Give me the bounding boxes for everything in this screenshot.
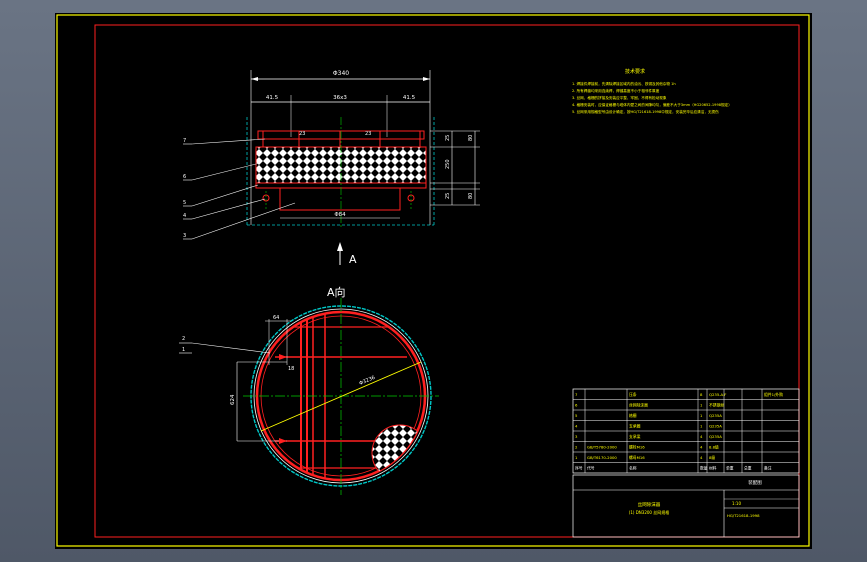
- bom-cell: 螺栓M16: [629, 445, 645, 450]
- bom-cell: 4: [700, 455, 703, 460]
- bom-cell: 1: [700, 403, 703, 408]
- plan-width-label: 64: [273, 315, 279, 321]
- dim-seg-left: 41.5: [266, 95, 279, 101]
- view-a-letter: A: [349, 253, 357, 266]
- dim-h-side-bot: 25: [445, 193, 451, 199]
- bom-header-cell: 单重: [726, 466, 734, 471]
- bom-cell: Q235A: [709, 424, 722, 429]
- bom-cell: GB/T6170-2000: [587, 455, 617, 460]
- title-drawing-title: 丝网除沫器: [638, 501, 661, 508]
- bom-header-cell: 材料: [709, 466, 717, 471]
- plan-view: Φ3236 624 64 18 2 1: [179, 298, 439, 495]
- note-line-2: 2. 所有焊缝均采用连续焊，焊缝高度不小于相邻件厚度: [572, 88, 660, 93]
- technical-notes: 技术要求 1. 焊接件焊接前，先清除焊接区域内的油污、铁锈及其他杂物 1h 2.…: [572, 68, 732, 114]
- part-leaders: 7 6 5 4 3: [183, 138, 296, 240]
- leader-3: 3: [183, 233, 186, 239]
- notes-title: 技术要求: [625, 68, 645, 75]
- bom-header-cell: 总重: [744, 466, 752, 471]
- outer-border: [56, 14, 810, 547]
- dim-h-top: 80: [468, 135, 474, 141]
- bom-header-cell: 数量: [700, 466, 708, 471]
- bom-cell: 8级: [709, 455, 715, 460]
- drawing-sheet: Φ340 41.5 36x3 41.5 23: [55, 13, 812, 549]
- view-a-title: A向: [327, 285, 346, 299]
- bom-cell: GB/T5780-2000: [587, 445, 617, 450]
- dim-h-mid: 250: [445, 159, 451, 169]
- bom-header-cell: 序号: [575, 466, 583, 471]
- note-line-4: 4. 格栅安装时，应保证格栅与塔体内壁之间的间隙均匀，偏差不大于3mm（HG20…: [572, 102, 732, 107]
- bom-cell: 5: [575, 413, 578, 418]
- note-line-1: 1. 焊接件焊接前，先清除焊接区域内的油污、铁锈及其他杂物 1h: [572, 81, 676, 86]
- bom-cell: 压条: [629, 392, 637, 397]
- bom-cell: 1: [700, 413, 703, 418]
- plan-small-label: 18: [288, 366, 294, 372]
- bom-header-cell: 代号: [587, 466, 595, 471]
- bom-cell: 螺母M16: [629, 455, 645, 460]
- plan-leader-2: 2: [182, 336, 185, 342]
- bom-cell: 8: [700, 392, 703, 397]
- view-a-marker: A: [337, 242, 357, 266]
- plan-height-label: 624: [230, 394, 236, 405]
- bom-cell: 4: [700, 445, 703, 450]
- bom-cell: 支承圈: [629, 424, 641, 429]
- inner-border: [94, 24, 800, 538]
- bom-cell: 不锈钢丝: [709, 403, 724, 408]
- bom-cell: Q235A: [709, 434, 722, 439]
- bom-cell: 1: [575, 455, 578, 460]
- title-block: 丝网除沫器 (1) DN3200 丝网规格 1:10 HG/T21618-199…: [572, 474, 800, 538]
- bom-cell: 丝网除沫器: [629, 403, 648, 408]
- dim-bottom-width: Φ84: [334, 212, 346, 218]
- bom-cell: 8.8级: [709, 445, 719, 450]
- note-line-5: 5. 丝网采用规格型号由设计确定，按HG/T21618-1998中规定，安装完毕…: [572, 109, 719, 114]
- leader-7: 7: [183, 138, 186, 144]
- title-drawing-no: 装配图: [748, 479, 762, 486]
- bom-cell: 4: [700, 434, 703, 439]
- bom-cell: 组件1/外购: [764, 392, 783, 397]
- dim-seg-right: 41.5: [403, 95, 416, 101]
- title-scale: 1:10: [732, 501, 741, 506]
- bom-cell: Q235A: [709, 413, 722, 418]
- plan-diameter-line: [260, 361, 422, 432]
- dim-small-a: 23: [299, 131, 305, 137]
- bom-cell: 4: [575, 424, 578, 429]
- bom-cell: 支承梁: [629, 434, 641, 439]
- front-view: Φ340 41.5 36x3 41.5 23: [183, 70, 480, 240]
- title-drawing-subtitle: (1) DN3200 丝网规格: [629, 509, 669, 515]
- bom-cell: 1: [700, 424, 703, 429]
- bom-cell: Q235-A.F: [709, 392, 726, 397]
- bom-header-cell: 备注: [764, 466, 772, 471]
- note-line-3: 3. 丝网、格栅的拼接及安装应平整、牢固，不得有松动现象: [572, 95, 667, 100]
- title-standard: HG/T21618-1998: [727, 513, 760, 518]
- bom-cell: 3: [575, 434, 578, 439]
- bom-cell: 2: [575, 445, 578, 450]
- plan-leader-1: 1: [182, 347, 185, 353]
- dim-h-bot: 80: [468, 193, 474, 199]
- support-beam: [279, 187, 401, 211]
- bom-cell: 格栅: [629, 413, 637, 418]
- dim-small-b: 23: [365, 131, 371, 137]
- dim-overall-label: Φ340: [333, 70, 349, 77]
- leader-5: 5: [183, 200, 186, 206]
- leader-4: 4: [183, 213, 186, 219]
- bom-header-cell: 名称: [629, 466, 637, 471]
- bom-cell: 6: [575, 403, 578, 408]
- dim-h-side-top: 25: [445, 135, 451, 141]
- dim-seg-mid: 36x3: [333, 95, 347, 101]
- leader-6: 6: [183, 174, 186, 180]
- cad-drawing: Φ340 41.5 36x3 41.5 23: [56, 14, 810, 547]
- bom-cell: 7: [575, 392, 578, 397]
